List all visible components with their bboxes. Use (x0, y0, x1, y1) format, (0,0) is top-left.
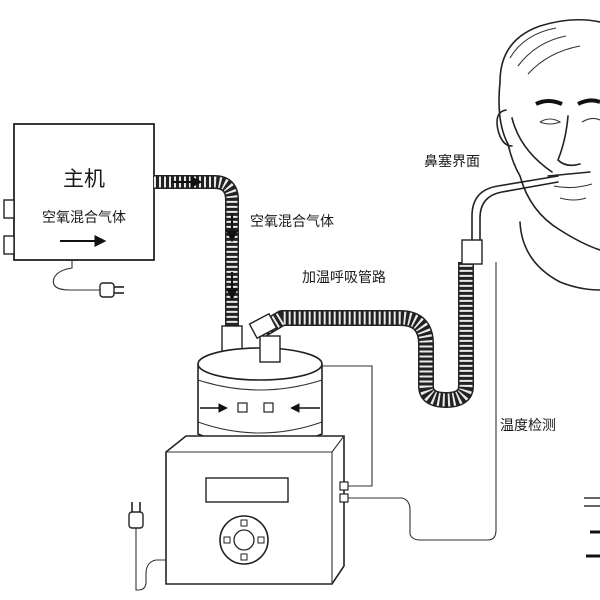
temperature-probe-connector (461, 239, 483, 265)
humidifier-chamber (197, 335, 323, 448)
supply-tube (154, 175, 243, 361)
host-left-port-2 (3, 235, 15, 255)
host-power-cord (52, 260, 100, 291)
temp-detection-label: 温度检测 (500, 418, 556, 434)
display-panel (205, 477, 289, 503)
tube-gas-label: 空氧混合气体 (250, 214, 334, 230)
plug-icon (99, 282, 124, 298)
partial-device (584, 497, 600, 558)
host-unit: 主机 空氧混合气体 (3, 123, 155, 298)
tube-elbow-connector (248, 312, 278, 340)
heated-breathing-tube (248, 175, 559, 408)
sensor-wires (322, 262, 497, 541)
host-gas-label: 空氧混合气体 (42, 210, 126, 226)
chamber-outlet-connector (259, 335, 281, 363)
patient-head (496, 18, 600, 291)
chamber-window-2 (263, 402, 274, 413)
host-title: 主机 (63, 167, 105, 191)
host-box (13, 123, 155, 261)
base-port-2 (339, 493, 349, 503)
host-left-port-1 (3, 199, 15, 219)
base-power-cord (135, 528, 166, 591)
nasal-interface-label: 鼻塞界面 (424, 153, 480, 170)
chamber-window-1 (237, 402, 248, 413)
heater-base (128, 435, 349, 591)
knob-icon (219, 515, 269, 565)
plug-icon (128, 502, 144, 529)
base-port-1 (339, 481, 349, 491)
heated-tube-label: 加温呼吸管路 (302, 270, 386, 286)
